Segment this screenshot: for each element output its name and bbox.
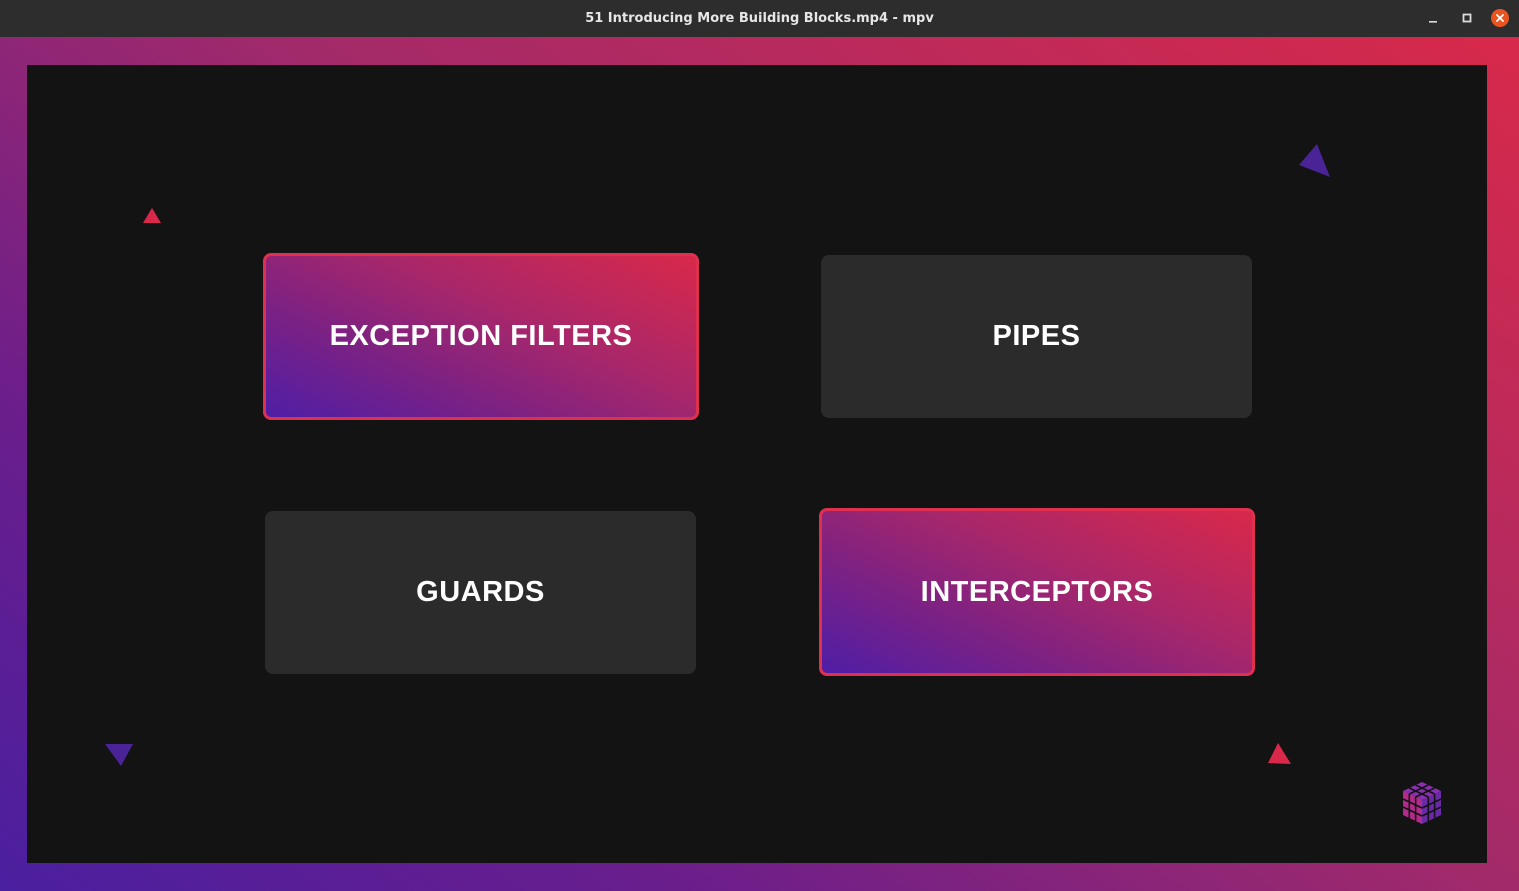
triangle-icon xyxy=(1299,144,1330,177)
minimize-icon xyxy=(1429,21,1437,23)
maximize-icon xyxy=(1462,13,1472,23)
card-label: PIPES xyxy=(992,320,1081,352)
close-button-circle xyxy=(1491,9,1509,27)
card-exception-filters: EXCEPTION FILTERS xyxy=(263,253,699,420)
triangle-icon xyxy=(1268,743,1291,764)
card-label: EXCEPTION FILTERS xyxy=(329,320,633,352)
close-icon xyxy=(1496,14,1504,22)
close-button[interactable] xyxy=(1491,9,1509,27)
title-bar[interactable]: 51 Introducing More Building Blocks.mp4 … xyxy=(0,0,1519,38)
triangle-icon xyxy=(143,208,161,223)
card-interceptors: INTERCEPTORS xyxy=(819,508,1255,676)
triangle-icon xyxy=(105,744,133,766)
window-title: 51 Introducing More Building Blocks.mp4 … xyxy=(585,11,934,26)
video-area[interactable]: EXCEPTION FILTERS PIPES GUARDS INTERCEPT… xyxy=(0,37,1519,891)
maximize-button[interactable] xyxy=(1458,9,1476,27)
card-label: GUARDS xyxy=(416,576,545,608)
cube-logo-icon xyxy=(1402,782,1442,824)
minimize-button[interactable] xyxy=(1424,9,1442,27)
card-pipes: PIPES xyxy=(821,255,1252,418)
card-label: INTERCEPTORS xyxy=(920,575,1154,608)
card-guards: GUARDS xyxy=(265,511,696,674)
slide: EXCEPTION FILTERS PIPES GUARDS INTERCEPT… xyxy=(27,65,1487,863)
